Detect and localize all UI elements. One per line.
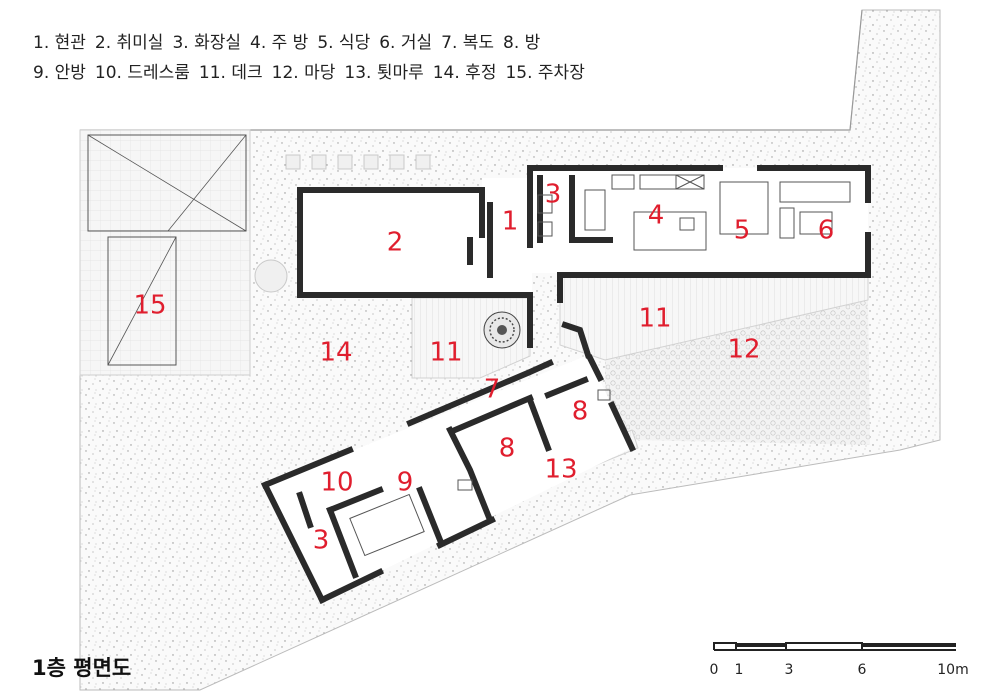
fixtures xyxy=(349,174,851,557)
room-label-11b: 11 xyxy=(429,338,462,368)
room-label-4: 4 xyxy=(648,201,665,231)
room-label-7: 7 xyxy=(484,375,501,405)
room-label-8b: 8 xyxy=(499,434,516,464)
stepping-stones xyxy=(254,154,431,293)
room-label-10: 10 xyxy=(320,468,353,498)
yard-area xyxy=(605,300,870,445)
room-label-6: 6 xyxy=(818,216,835,246)
room-labels: 1 2 3 4 5 6 11 12 15 14 11 7 8 8 13 10 9… xyxy=(133,180,834,556)
scale-label-1: 1 xyxy=(735,662,744,678)
plan-title: 1층 평면도 xyxy=(32,656,132,680)
legend-item: 11. 데크 xyxy=(198,63,263,83)
room-label-2: 2 xyxy=(387,228,404,258)
scale-label-6: 6 xyxy=(858,662,867,678)
property-line xyxy=(80,9,863,131)
legend-item: 12. 마당 xyxy=(271,63,336,83)
walls xyxy=(260,165,871,605)
legend-line-1: 1. 현관 2. 취미실 3. 화장실 4. 주 방 5. 식당 6. 거실 7. 복도 8.… xyxy=(33,28,549,53)
room-label-8a: 8 xyxy=(572,397,589,427)
legend-item: 13. 툇마루 xyxy=(344,63,424,83)
legend-item: 2. 취미실 xyxy=(94,33,164,53)
main-block-floor xyxy=(530,168,868,273)
room-label-11a: 11 xyxy=(638,304,671,334)
legend-item: 5. 식당 xyxy=(317,33,371,53)
room-label-12: 12 xyxy=(727,335,760,365)
room-label-3a: 3 xyxy=(545,180,562,210)
room-label-15: 15 xyxy=(133,291,166,321)
parking-area xyxy=(79,129,251,376)
legend-item: 14. 후정 xyxy=(432,63,497,83)
room-label-1: 1 xyxy=(502,207,519,237)
legend-item: 10. 드레스룸 xyxy=(94,63,190,83)
room-label-3b: 3 xyxy=(313,526,330,556)
scale-label-10: 10m xyxy=(937,662,968,678)
room-label-14: 14 xyxy=(319,338,352,368)
legend-line-2: 9. 안방 10. 드레스룸 11. 데크 12. 마당 13. 툇마루 14. 후정 15… xyxy=(33,58,594,83)
wing-floor xyxy=(268,355,632,600)
room-label-9: 9 xyxy=(397,468,414,498)
hobby-room-floor xyxy=(300,190,482,295)
scale-label-3: 3 xyxy=(785,662,794,678)
legend-item: 3. 화장실 xyxy=(172,33,241,53)
legend-item: 15. 주차장 xyxy=(505,63,585,83)
tree-icon xyxy=(483,311,521,349)
legend-item: 1. 현관 xyxy=(33,33,86,53)
scale-bar: 0 1 3 6 10m xyxy=(710,642,969,678)
legend-item: 6. 거실 xyxy=(379,33,433,53)
room-label-5: 5 xyxy=(734,216,751,246)
legend-item: 8. 방 xyxy=(503,33,541,53)
scale-label-0: 0 xyxy=(710,662,719,678)
legend-item: 9. 안방 xyxy=(33,63,86,83)
legend-item: 7. 복도 xyxy=(441,33,495,53)
room-label-13: 13 xyxy=(544,455,577,485)
legend-item: 4. 주 방 xyxy=(250,33,309,53)
